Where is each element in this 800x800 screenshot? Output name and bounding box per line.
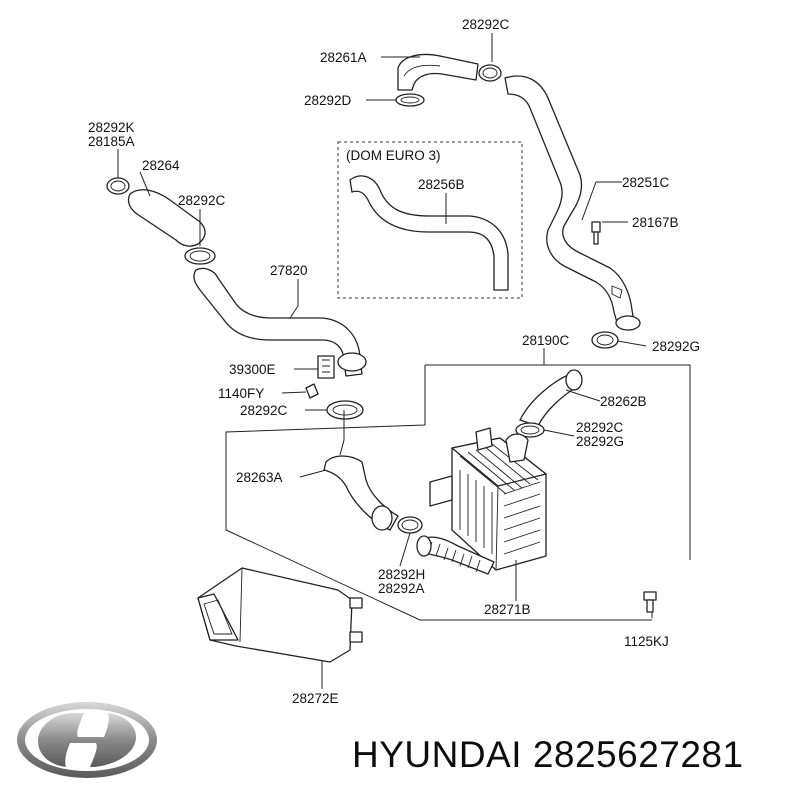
pipe-27820-flange bbox=[337, 352, 367, 372]
label-28292D: 28292D bbox=[304, 93, 352, 108]
label-28292G-top: 28292G bbox=[652, 339, 700, 354]
label-1140FY: 1140FY bbox=[218, 386, 264, 401]
label-28292A: 28292A bbox=[378, 581, 425, 596]
bolt-1125KJ bbox=[643, 591, 657, 601]
intercooler-28271B bbox=[429, 427, 547, 571]
clamp-28292C-mid bbox=[326, 400, 364, 420]
label-28292K: 28292K bbox=[88, 120, 135, 135]
hose-28256B bbox=[349, 175, 509, 291]
hose-28261A bbox=[397, 53, 479, 91]
hyundai-logo-icon bbox=[17, 702, 157, 778]
hose-28263A-end bbox=[371, 505, 393, 531]
label-28264: 28264 bbox=[142, 158, 180, 173]
label-28271B: 28271B bbox=[484, 602, 531, 617]
clamp-28292C-top bbox=[478, 64, 502, 82]
label-28292C-right: 28292C bbox=[576, 420, 624, 435]
clamp-28292K bbox=[106, 177, 130, 195]
pipe-27820 bbox=[193, 267, 363, 377]
duct-28272E bbox=[197, 567, 363, 663]
euro3-group-box bbox=[337, 141, 523, 299]
label-28190C: 28190C bbox=[522, 333, 570, 348]
leader-lines bbox=[117, 33, 653, 689]
label-28272E: 28272E bbox=[292, 691, 339, 706]
clamp-28292G bbox=[591, 331, 619, 349]
label-27820: 27820 bbox=[270, 263, 308, 278]
label-28263A: 28263A bbox=[236, 470, 283, 485]
part-number: 2825627281 bbox=[532, 734, 744, 775]
hose-28262B-end bbox=[565, 369, 583, 391]
hose-28251C bbox=[504, 75, 635, 327]
label-28185A: 28185A bbox=[88, 134, 135, 149]
footer-title: HYUNDAI 2825627281 bbox=[352, 734, 744, 776]
label-28292C-top: 28292C bbox=[462, 17, 510, 32]
clamp-28292D bbox=[395, 93, 425, 107]
euro3-group-label: (DOM EURO 3) bbox=[346, 148, 441, 163]
label-28262B: 28262B bbox=[600, 394, 647, 409]
label-28251C: 28251C bbox=[622, 175, 670, 190]
brand-name: HYUNDAI bbox=[352, 734, 523, 775]
label-28292H: 28292H bbox=[378, 567, 425, 582]
hose-28251C-end bbox=[615, 315, 641, 331]
hose-28264 bbox=[127, 189, 206, 247]
bolt-28167B bbox=[591, 221, 601, 233]
bolt-1140FY bbox=[305, 383, 319, 399]
label-28292C-mid: 28292C bbox=[240, 403, 288, 418]
label-28292G-right: 28292G bbox=[576, 434, 624, 449]
clamp-28292C-left bbox=[184, 247, 216, 265]
label-28292C-left: 28292C bbox=[178, 193, 226, 208]
sensor-39300E bbox=[317, 355, 335, 379]
part-labels: 28292C 28261A 28292D 28292K 28185A 28264… bbox=[88, 17, 700, 706]
assembly-outline bbox=[225, 364, 691, 621]
label-28261A: 28261A bbox=[320, 50, 367, 65]
label-28256B: 28256B bbox=[418, 177, 465, 192]
label-28167B: 28167B bbox=[632, 215, 679, 230]
label-39300E: 39300E bbox=[229, 362, 276, 377]
label-1125KJ: 1125KJ bbox=[624, 634, 669, 649]
